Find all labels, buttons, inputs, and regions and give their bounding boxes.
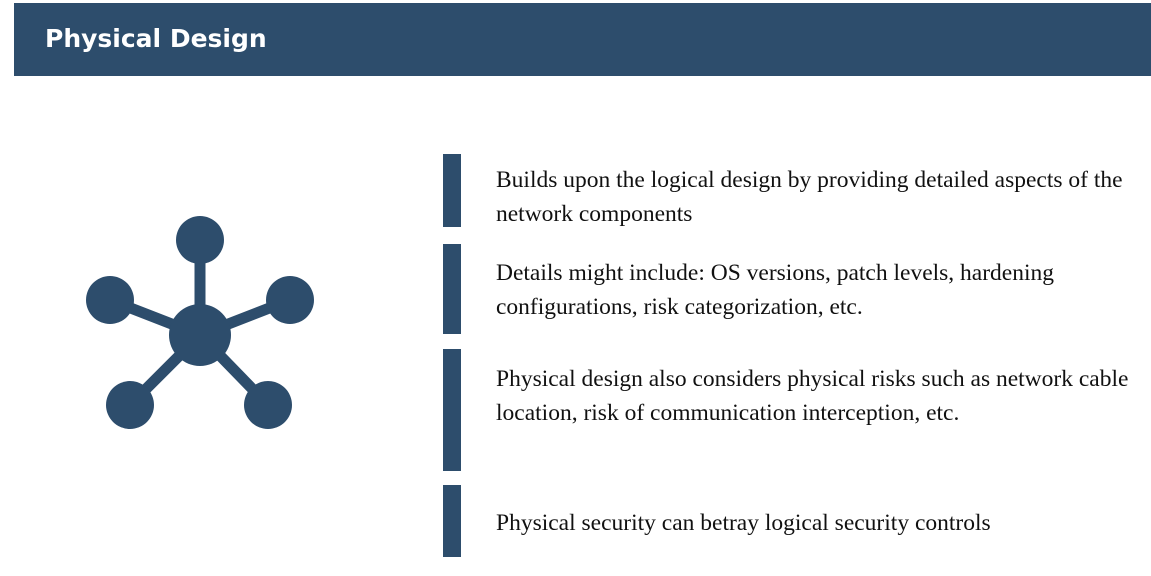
- bullet-text: Builds upon the logical design by provid…: [496, 167, 1123, 227]
- bullet-accent-bar: [443, 154, 461, 227]
- bullet-text: Physical design also considers physical …: [496, 366, 1129, 426]
- bullet-accent-bar: [443, 485, 461, 557]
- bullet-text: Physical security can betray logical sec…: [496, 510, 991, 536]
- slide-title: Physical Design: [45, 24, 267, 53]
- network-hub-icon: [86, 216, 314, 429]
- title-banner: Physical Design: [14, 3, 1151, 76]
- bullet-accent-bar: [443, 349, 461, 471]
- bullet-accent-bar: [443, 244, 461, 334]
- bullet-text: Details might include: OS versions, patc…: [496, 260, 1055, 320]
